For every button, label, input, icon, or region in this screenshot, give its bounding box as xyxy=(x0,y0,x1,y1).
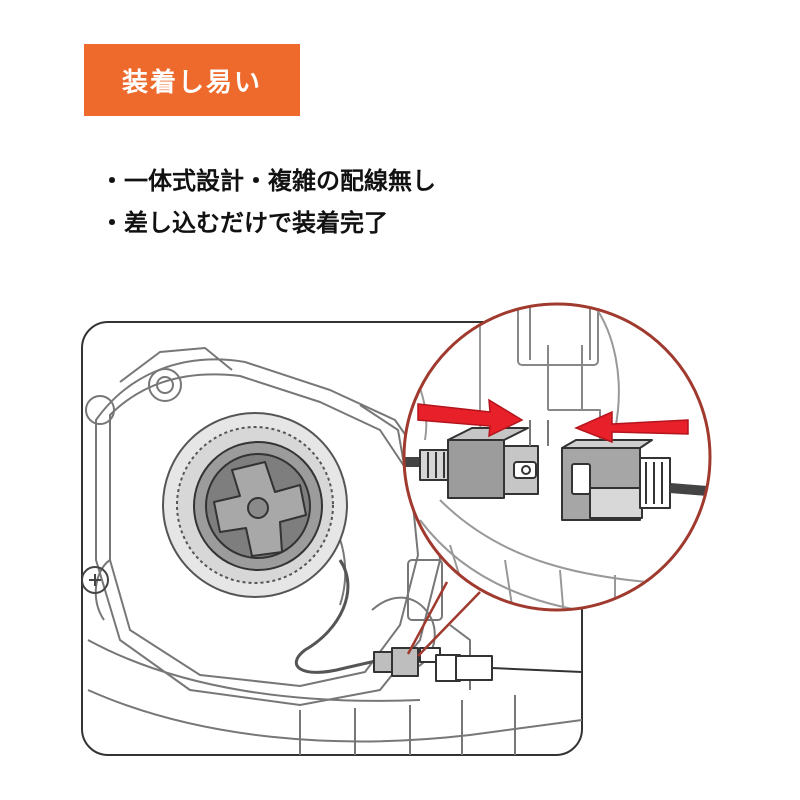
pointer-arrow-icon xyxy=(406,581,481,657)
socket-connector-icon xyxy=(561,439,709,521)
headlight-housing-icon xyxy=(85,347,582,755)
small-connector-icon xyxy=(373,647,582,682)
wire-connector-icon xyxy=(405,420,549,499)
feature-list: ・一体式設計・複雑の配線無し ・差し込むだけで装着完了 xyxy=(100,160,436,244)
led-bulb-icon xyxy=(162,412,348,598)
screw-icon xyxy=(82,566,109,594)
feature-item-plug-in: ・差し込むだけで装着完了 xyxy=(100,209,388,237)
insert-arrow-right-icon xyxy=(574,410,689,444)
insert-arrow-left-icon xyxy=(417,398,524,438)
banner-title: 装着し易い xyxy=(121,67,262,98)
feature-banner: 装着し易い xyxy=(84,44,300,116)
feature-item-one-piece: ・一体式設計・複雑の配線無し xyxy=(100,167,436,195)
zoom-callout xyxy=(402,302,712,612)
